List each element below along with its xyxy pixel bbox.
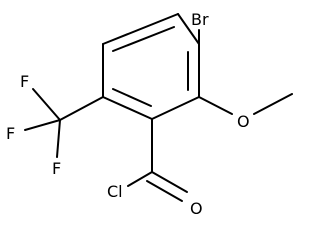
bond-ring-cf3 xyxy=(59,96,104,121)
bond-c-cl xyxy=(127,171,153,187)
carbonyl-oxygen-label: O xyxy=(190,199,203,218)
methoxy-oxygen-label: O xyxy=(237,112,250,131)
bond-ring-lower-right xyxy=(151,96,200,120)
molecule-structure-diagram: Br O O Cl F F F xyxy=(6,10,293,218)
chlorine-label: Cl xyxy=(107,182,123,201)
bromine-label: Br xyxy=(191,10,209,29)
bond-ring-lower-left-inner xyxy=(112,88,152,107)
benzene-ring xyxy=(102,13,200,120)
bond-ring-upper-right xyxy=(177,13,200,45)
bond-cf3-f-left xyxy=(24,119,61,131)
bond-ring-top-inner xyxy=(112,26,175,52)
fluorine-label-left: F xyxy=(6,124,15,143)
fluorine-label-top: F xyxy=(20,72,29,91)
bond-c-o-methoxy xyxy=(198,96,233,115)
bond-ring-top xyxy=(102,13,179,45)
fluorine-label-bottom: F xyxy=(52,159,61,178)
bond-ring-lower-left xyxy=(102,96,153,120)
bond-c-o-double-2 xyxy=(146,180,183,202)
bond-o-ch3 xyxy=(253,93,293,115)
bond-cf3-f-top xyxy=(32,88,61,121)
bond-c-o-double-1 xyxy=(151,171,188,193)
bond-cf3-f-bottom xyxy=(56,119,61,158)
